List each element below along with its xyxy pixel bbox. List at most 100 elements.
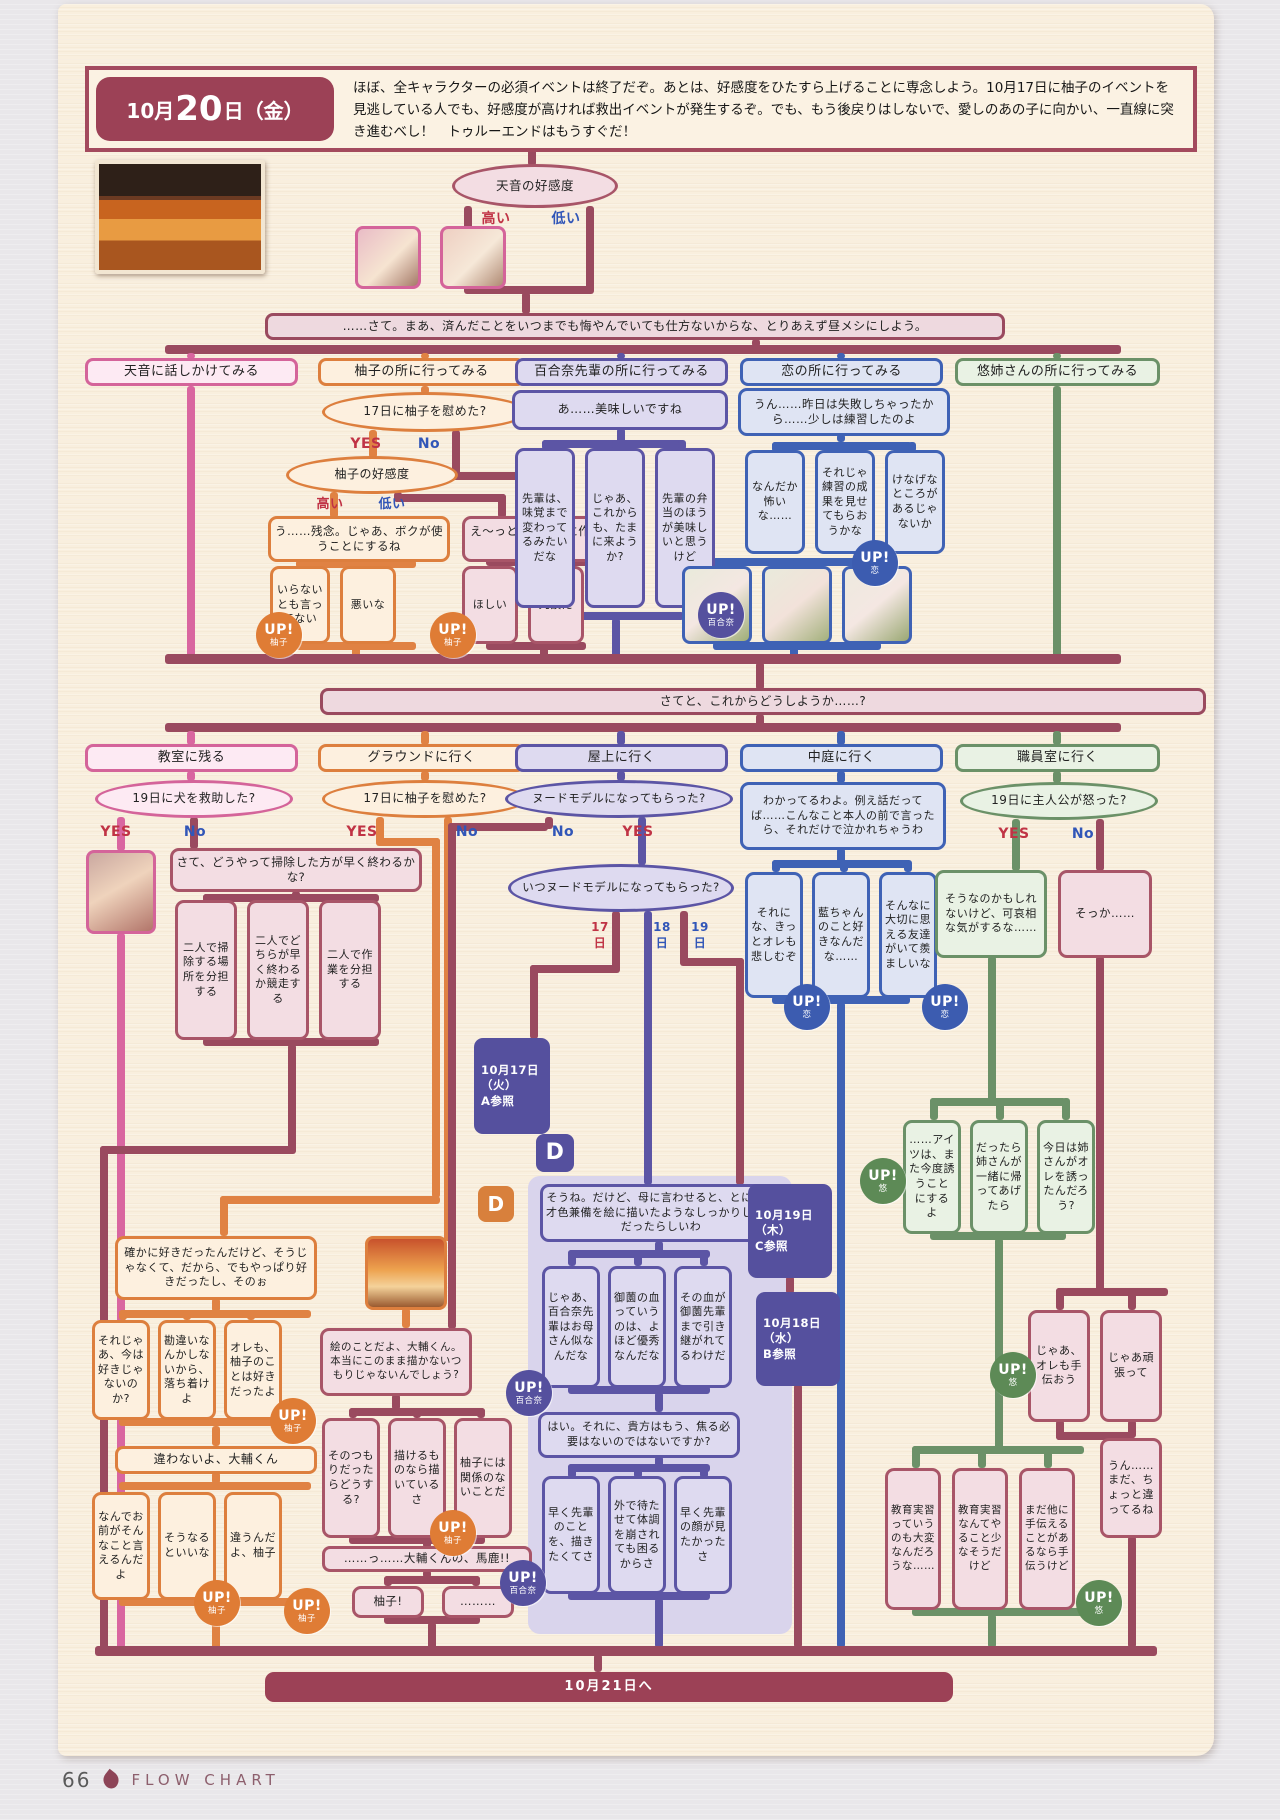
connector-purple	[655, 1456, 663, 1468]
branch-yurina: 百合奈先輩の所に行ってみる	[515, 358, 728, 386]
character-name: 柚子	[443, 637, 462, 648]
label-no-angry: No	[1071, 825, 1095, 842]
yuzu-affection-ellipse: 柚子の好感度	[286, 456, 458, 494]
connector-orange	[212, 1298, 220, 1312]
connector-green	[1012, 819, 1020, 871]
connector-wine	[1128, 1288, 1136, 1310]
q-dog-rescue: 19日に犬を救助した?	[95, 780, 293, 818]
connector-green	[930, 1098, 938, 1120]
ref-oct19: 10月19日 （木） C参照	[748, 1184, 832, 1278]
badge-up-yurina-2: UP!百合奈	[506, 1370, 552, 1416]
sokka-box: そっか……	[1058, 870, 1152, 958]
connector-wine	[448, 823, 548, 831]
connector-purple	[655, 1598, 663, 1648]
connector-orange	[402, 1308, 410, 1328]
connector-green	[912, 1608, 1084, 1616]
character-name: 柚子	[297, 1613, 316, 1624]
choice-okaasan-ni: じゃあ、百合奈先輩はお母さん似なんだな	[542, 1266, 600, 1388]
choice-kanchigai: 勘違いなんかしないから、落ち着けよ	[158, 1320, 216, 1420]
choice-hikitsugareteru: その血が御薗先輩まで引き継がれてるわけだ	[674, 1266, 732, 1388]
connector-orange	[369, 430, 377, 458]
connector-pink	[187, 731, 195, 745]
enokoto-box: 絵のことだよ、大輔くん。本当にこのまま描かないつもりじゃないんでしょう?	[320, 1328, 472, 1396]
connector-wine	[165, 654, 1121, 664]
character-name: 柚子	[207, 1605, 226, 1616]
connector-green	[988, 1614, 996, 1648]
connector-wine	[423, 1570, 431, 1578]
connector-green	[996, 1098, 1004, 1120]
character-name: 百合奈	[707, 617, 735, 628]
connector-pink	[117, 817, 125, 851]
connector-blue	[840, 860, 848, 872]
choice-oremo-suki: オレも、柚子のことは好きだったよ	[224, 1320, 282, 1420]
connector-green	[978, 1446, 986, 1468]
badge-up-yuzu-5: UP!柚子	[284, 1588, 330, 1634]
badge-up-yuzu-3: UP!柚子	[270, 1398, 316, 1444]
cg-thumb-sunset	[365, 1236, 447, 1310]
connector-purple	[568, 1386, 710, 1394]
character-name: 柚子	[443, 1535, 462, 1546]
q-nude-model: ヌードモデルになってもらった?	[505, 780, 733, 818]
footer-label: FLOW CHART	[131, 1771, 280, 1789]
connector-blue	[837, 848, 845, 864]
choice-kyousou: 二人でどちらが早く終わるか競走する	[247, 900, 309, 1040]
connector-wine	[1128, 1536, 1136, 1648]
classroom-photo	[95, 160, 265, 274]
choice-sagyou-buntan: 二人で作業を分担する	[319, 900, 381, 1040]
choice-ima-suki: それじゃあ、今は好きじゃないのか?	[92, 1320, 150, 1420]
connector-blue	[904, 860, 912, 872]
connector-wine	[545, 817, 553, 829]
label-yes-dog: YES	[100, 823, 132, 840]
label-no-yuzu1: No	[417, 435, 441, 452]
connector-pink	[187, 353, 195, 359]
choice-ai-chan-suki: 藍ちゃんのこと好きなんだな……	[812, 872, 870, 998]
connector-green	[1062, 1098, 1070, 1120]
branch-yuu: 悠姉さんの所に行ってみる	[955, 358, 1160, 386]
connector-wine	[392, 1394, 400, 1410]
connector-purple	[655, 1241, 663, 1257]
connector-purple	[638, 817, 646, 865]
q-yuzu-consoled-2: 17日に柚子を慰めた?	[322, 780, 528, 818]
ref-oct17: 10月17日 （火） A参照	[474, 1038, 550, 1134]
badge-up-yurina-1: UP!百合奈	[698, 592, 744, 638]
yuzu-exclaim-box: 柚子!	[352, 1586, 424, 1618]
up-label: UP!	[1084, 1589, 1114, 1606]
character-name: 柚子	[283, 1423, 302, 1434]
connector-wine	[203, 894, 379, 902]
connector-wine	[394, 494, 506, 502]
connector-green	[930, 1232, 1066, 1240]
connector-purple	[612, 440, 620, 450]
connector-wine	[448, 823, 456, 1329]
badge-up-yuu-1: UP!悠	[860, 1158, 906, 1204]
yurina-oishii-box: あ……美味しいですね	[512, 390, 728, 430]
choice-yarukoto-sukunasou: 教育実習なんてやること少なそうだけど	[952, 1468, 1008, 1610]
cg-thumb-classroom-girl	[86, 850, 156, 934]
up-label: UP!	[438, 1519, 468, 1536]
connector-orange	[119, 1418, 311, 1426]
connector-orange	[119, 1310, 127, 1320]
badge-up-koi-2: UP!恋	[784, 984, 830, 1030]
connector-green	[912, 1446, 1084, 1454]
branch2-nakaniwa: 中庭に行く	[740, 744, 943, 772]
character-name: 恋	[940, 1009, 950, 1020]
connector-wine	[752, 339, 760, 347]
connector-wine	[530, 965, 538, 1039]
connector-purple	[568, 1592, 710, 1600]
connector-purple	[644, 911, 652, 1185]
label-day17: 17 日	[591, 920, 609, 950]
choice-hoshii: ほしい	[462, 566, 518, 644]
up-label: UP!	[508, 1569, 538, 1586]
choice-misono-chi: 御薗の血っていうのは、よほど優秀なんだな	[608, 1266, 666, 1388]
connector-purple	[568, 1250, 576, 1266]
character-name: 悠	[1008, 1377, 1018, 1388]
connector-green	[988, 956, 996, 1106]
connector-blue	[837, 771, 845, 783]
connector-pink	[187, 386, 195, 658]
connector-wine	[736, 958, 744, 1185]
cg-thumb-koi-3	[842, 566, 912, 644]
label-no-dog: No	[183, 823, 207, 840]
connector-wine	[464, 286, 594, 294]
up-label: UP!	[278, 1407, 308, 1424]
connector-orange	[330, 492, 338, 518]
connector-orange	[421, 771, 429, 781]
